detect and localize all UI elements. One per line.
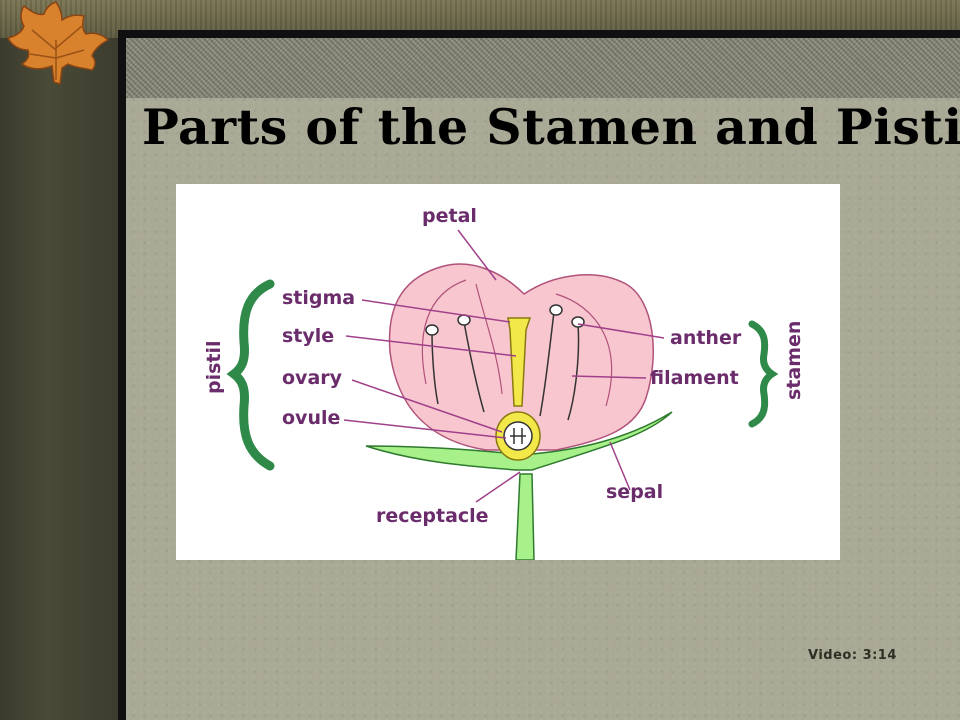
label-sepal: sepal [606,481,663,503]
anther-shape [549,304,563,316]
slide-title: Parts of the Stamen and Pistil [142,98,960,156]
sepal-shape [365,411,673,471]
label-receptacle: receptacle [376,505,489,527]
anther-shape [571,316,585,328]
maple-leaf-icon [6,1,110,86]
label-stamen: stamen [783,321,805,400]
filament-line [567,323,580,421]
filament-line [463,321,485,413]
filament-line [539,311,555,417]
label-style: style [282,325,334,347]
slide-left-band [0,38,118,720]
slide-frame-top [118,30,960,38]
label-ovary: ovary [282,367,343,389]
ovule-detail [510,428,526,444]
stamen-bracket [748,320,779,428]
pistil-bracket [226,279,275,471]
petal-fold-line [421,279,467,385]
stem-shape [515,473,535,560]
label-petal: petal [422,205,477,227]
filament-line [431,331,439,405]
petal-fold-line [555,293,613,407]
pistil-style-shape [507,317,532,407]
label-filament: filament [650,367,739,389]
leader-lines [343,229,665,503]
header-texture [126,38,960,98]
anther-shape [425,324,439,336]
label-ovule: ovule [282,407,340,429]
video-duration-caption: Video: 3:14 [808,648,897,663]
label-stigma: stigma [282,287,355,309]
flower-diagram: petal stigma style ovary ovule pistil an… [176,184,840,560]
petal-fold-line [475,283,503,395]
label-pistil: pistil [203,340,225,394]
label-anther: anther [670,327,742,349]
slide-frame-left [118,30,126,720]
flower-diagram-svg: petal stigma style ovary ovule pistil an… [203,205,805,560]
